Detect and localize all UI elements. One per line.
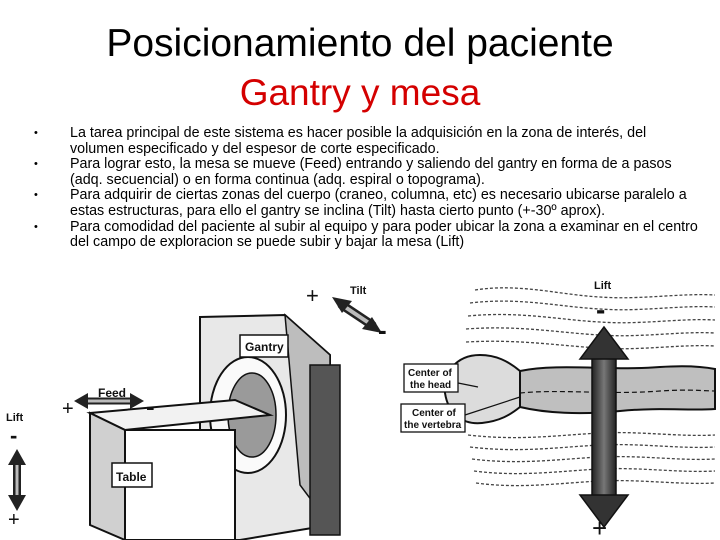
center-vertebra-box xyxy=(400,403,466,433)
bullet-marker: • xyxy=(34,158,38,171)
ct-scanner-drawing: Tilt + - Gantry Table Feed xyxy=(6,283,387,540)
patient-table: Table xyxy=(86,398,274,540)
lift-label-left: Lift xyxy=(6,412,23,424)
center-head-label-2: the head xyxy=(410,380,451,391)
bullet-marker: • xyxy=(34,220,38,233)
center-vertebra-label-1: Center of xyxy=(412,408,457,419)
lift-left-minus: - xyxy=(10,423,17,448)
bullet-marker: • xyxy=(34,127,38,139)
slide-subtitle: Gantry y mesa xyxy=(239,72,481,113)
feed-minus: - xyxy=(146,391,155,421)
bullet-item: • Para comodidad del paciente al subir al… xyxy=(34,218,704,251)
bullet-text: La tarea principal de este sistema es ha… xyxy=(70,125,647,157)
patient-torso xyxy=(519,365,716,415)
feed-label: Feed xyxy=(98,386,126,400)
bullet-marker: • xyxy=(34,189,38,202)
lift-right-plus: + xyxy=(592,513,607,540)
bullet-text: Para adquirir de ciertas zonas del cuerp… xyxy=(70,187,687,219)
feed-arrow xyxy=(74,393,144,409)
lift-label-right: Lift xyxy=(594,280,611,292)
tilt-label: Tilt xyxy=(350,285,367,297)
patient-profile-diagram: Center of the head Center of the vertebr… xyxy=(400,280,716,540)
bullet-item: • La tarea principal de este sistema es h… xyxy=(34,125,704,157)
tilt-plus: + xyxy=(306,283,319,308)
slide-title: Posicionamiento del paciente xyxy=(106,22,614,65)
gantry-label: Gantry xyxy=(245,340,284,354)
bullet-text: Para comodidad del paciente al subir al … xyxy=(70,218,698,251)
lift-right-minus: - xyxy=(596,294,605,325)
center-vertebra-label-2: the vertebra xyxy=(404,420,462,431)
bullet-list: • La tarea principal de este sistema es h… xyxy=(34,125,704,251)
bullet-item: • Para lograr esto, la mesa se mueve (Fee… xyxy=(34,156,704,188)
ct-scanner-illustration: Tilt + - Gantry Table Feed xyxy=(0,275,720,540)
bullet-item: • Para adquirir de ciertas zonas del cuer… xyxy=(34,188,704,219)
lift-left-plus: + xyxy=(8,509,20,531)
body-contours xyxy=(465,287,716,487)
feed-plus: + xyxy=(62,398,74,420)
table-label: Table xyxy=(116,470,147,484)
tilt-arrow xyxy=(332,297,382,333)
tilt-minus: - xyxy=(378,315,387,345)
lift-arrow-left xyxy=(8,449,26,511)
lift-arrow-right xyxy=(578,325,630,529)
center-head-label-1: Center of xyxy=(408,368,453,379)
center-head-box xyxy=(403,363,459,393)
bullet-text: Para lograr esto, la mesa se mueve (Feed… xyxy=(70,156,672,188)
